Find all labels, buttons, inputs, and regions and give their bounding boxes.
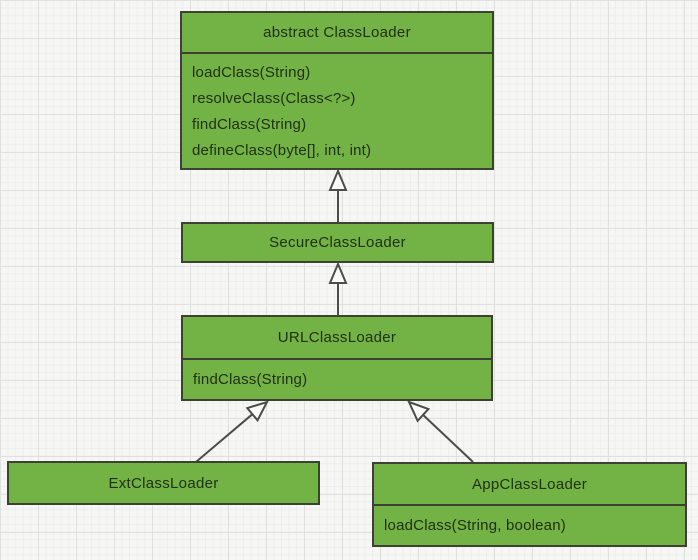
class-box-appclassloader: AppClassLoader loadClass(String, boolean…: [372, 462, 687, 547]
class-method: loadClass(String, boolean): [384, 516, 566, 534]
class-method: findClass(String): [192, 116, 307, 133]
class-method: defineClass(byte[], int, int): [192, 142, 372, 159]
class-method: findClass(String): [193, 370, 308, 388]
generalization-arrowhead-icon: [245, 400, 269, 423]
generalization-arrow-ext-to-url: [195, 400, 269, 463]
generalization-arrow-app-to-url: [407, 400, 474, 463]
class-box-secureclassloader: SecureClassLoader: [181, 222, 494, 263]
class-box-extclassloader: ExtClassLoader: [7, 461, 320, 505]
class-box-urlclassloader: URLClassLoader findClass(String): [181, 315, 493, 401]
generalization-arrow-url-to-secure: [328, 261, 348, 315]
class-methods: loadClass(String, boolean): [374, 504, 685, 545]
class-title: abstract ClassLoader: [263, 24, 411, 41]
class-box-abstract-classloader: abstract ClassLoader loadClass(String) r…: [180, 11, 494, 170]
class-methods: findClass(String): [183, 358, 491, 399]
class-title: SecureClassLoader: [269, 234, 406, 251]
generalization-arrow-secure-to-classloader: [328, 168, 348, 222]
generalization-arrowhead-icon: [328, 168, 348, 191]
generalization-arrowhead-icon: [328, 261, 348, 284]
class-method: resolveClass(Class<?>): [192, 90, 356, 107]
class-title: URLClassLoader: [277, 329, 397, 346]
class-methods: loadClass(String) resolveClass(Class<?>)…: [182, 52, 492, 168]
class-method: loadClass(String): [192, 64, 311, 81]
class-title: AppClassLoader: [471, 475, 588, 493]
class-title: ExtClassLoader: [108, 474, 219, 492]
generalization-arrowhead-icon: [407, 400, 431, 423]
